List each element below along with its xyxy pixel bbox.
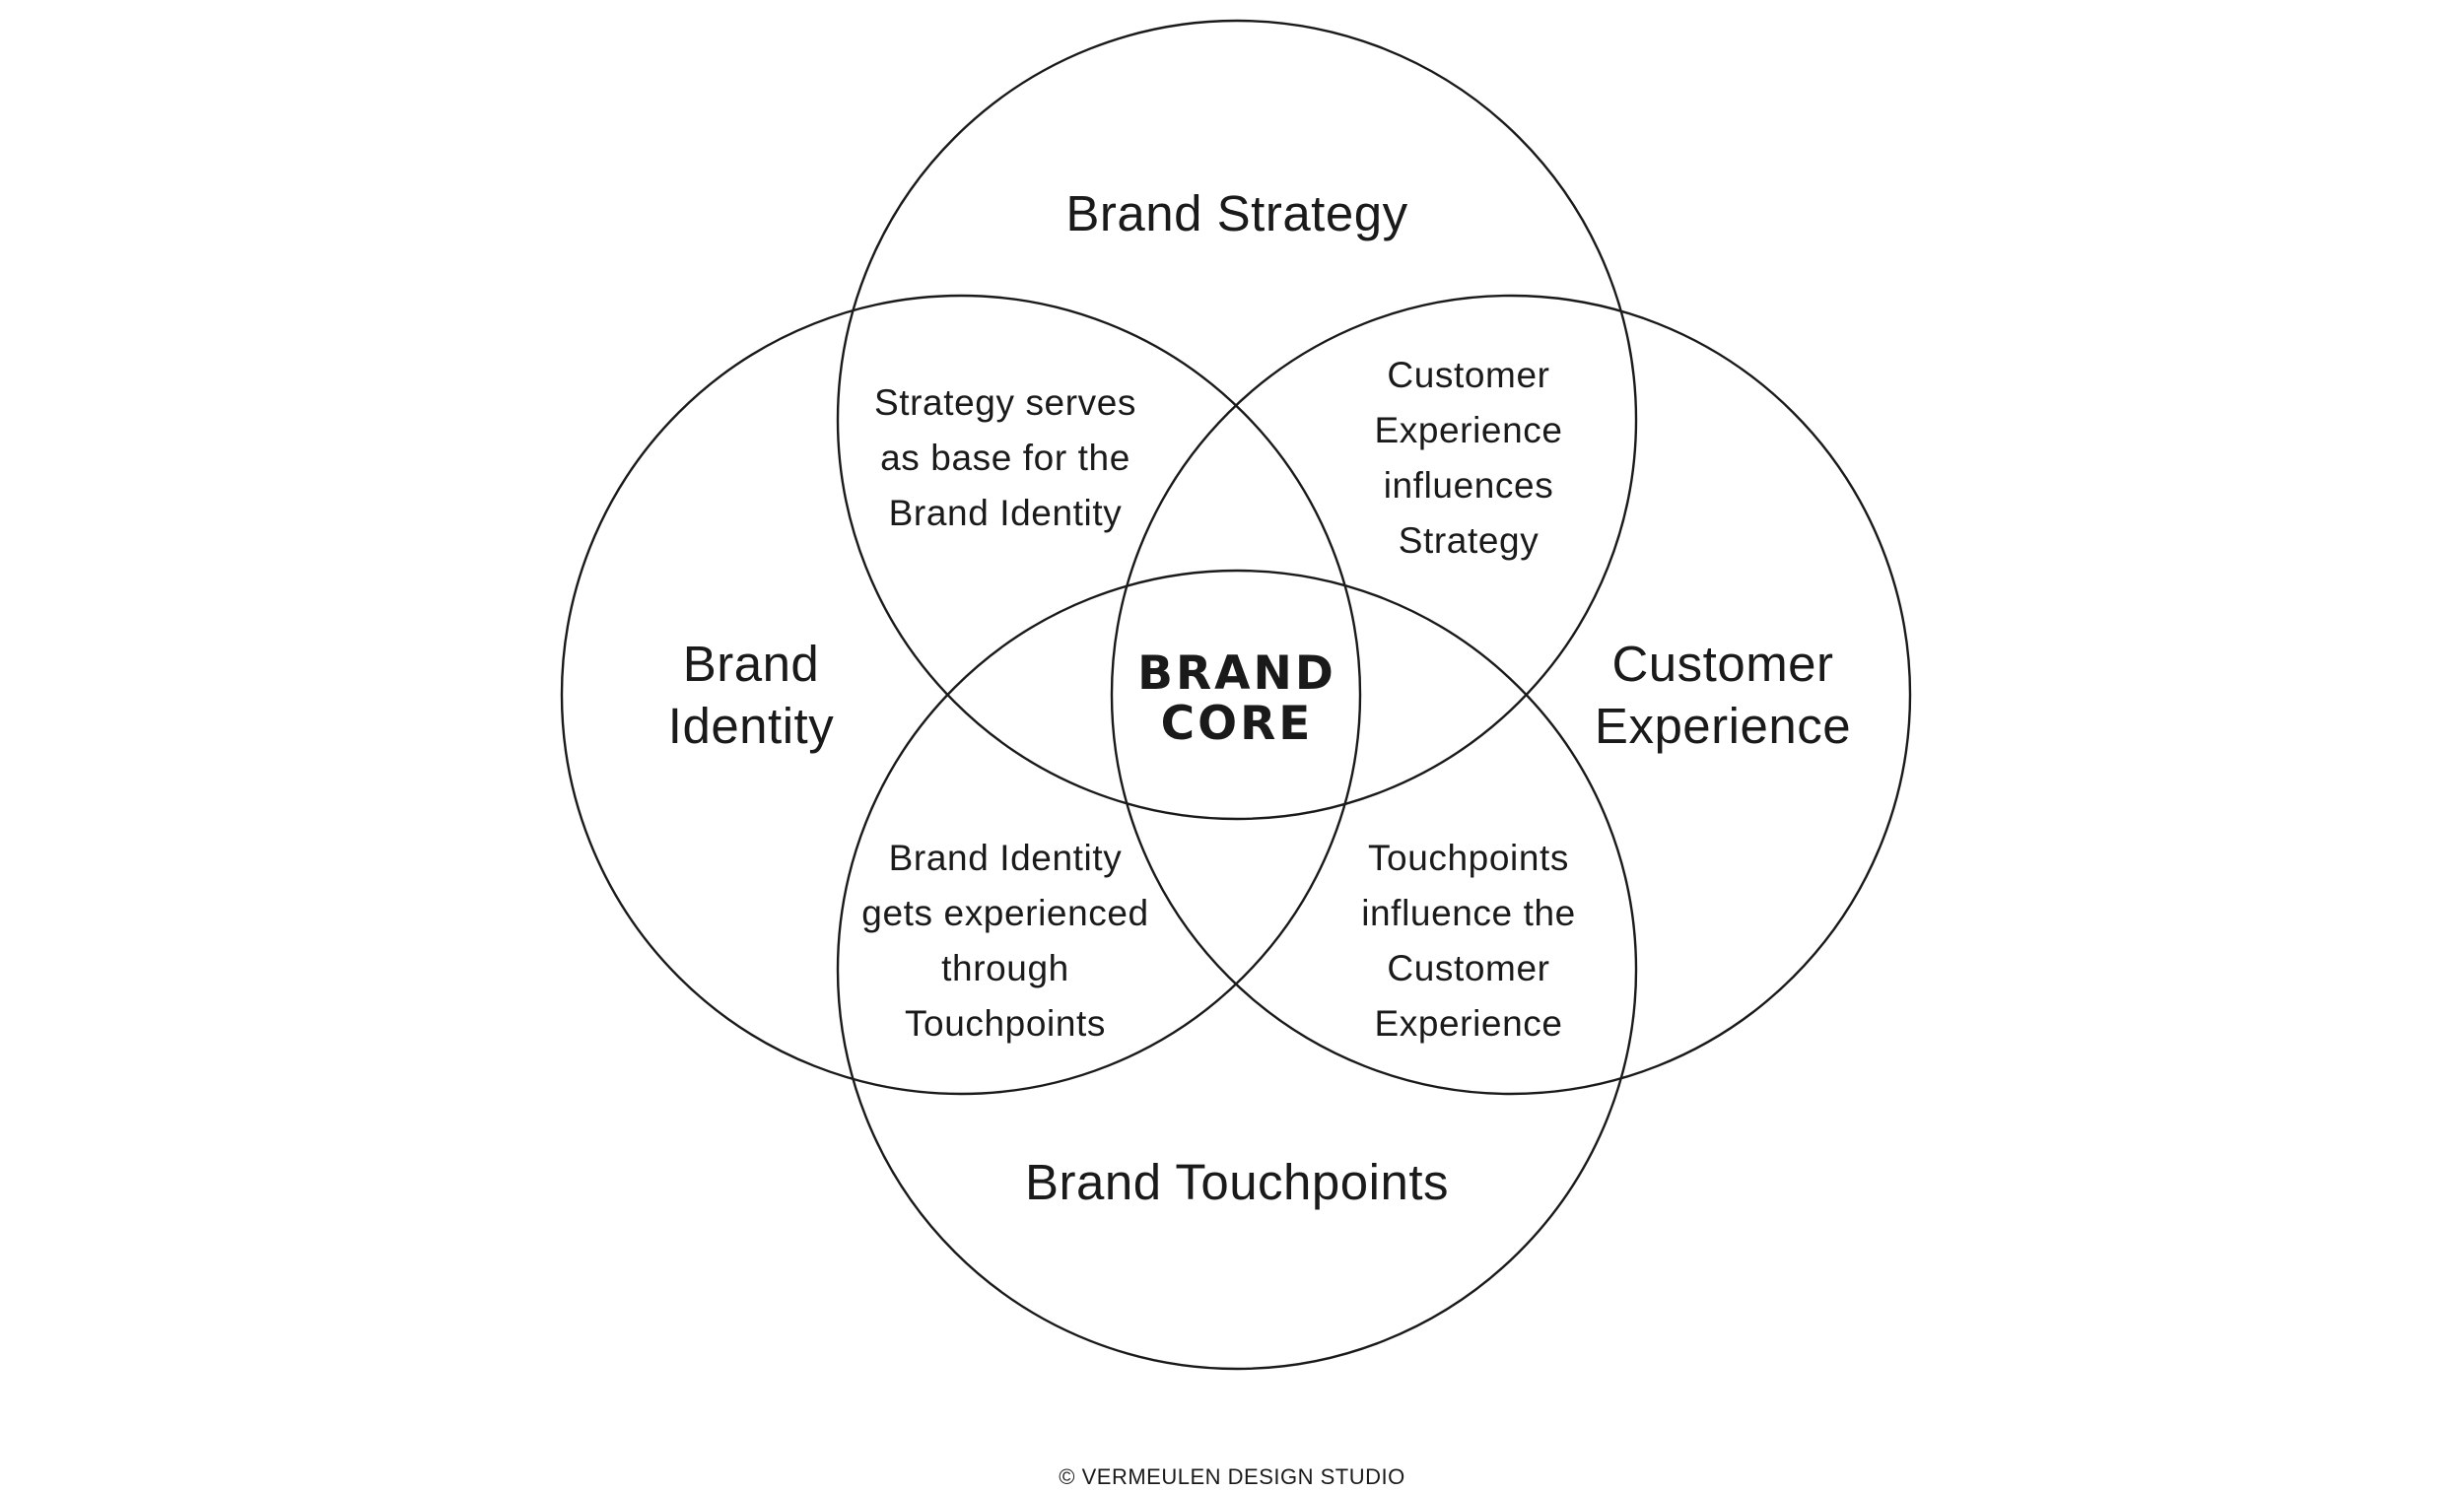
overlap-identity-touchpoints: Brand Identity gets experienced through … (861, 838, 1149, 1044)
copyright-footer: © VERMEULEN DESIGN STUDIO (1059, 1464, 1405, 1489)
overlap-strategy-identity: Strategy serves as base for the Brand Id… (873, 382, 1137, 533)
circle-brand-strategy (836, 19, 1638, 821)
label-brand-strategy: Brand Strategy (1065, 185, 1408, 241)
label-brand-identity: Brand Identity (667, 636, 835, 754)
brand-core-label: BRAND CORE (1137, 646, 1336, 751)
circle-customer-experience (1110, 294, 1912, 1096)
label-brand-touchpoints: Brand Touchpoints (1024, 1154, 1450, 1210)
label-customer-experience: Customer Experience (1594, 636, 1852, 754)
circle-brand-identity (560, 294, 1362, 1096)
circle-brand-touchpoints (836, 569, 1638, 1371)
overlap-touchpoints-experience: Touchpoints influence the Customer Exper… (1361, 838, 1576, 1044)
overlap-strategy-experience: Customer Experience influences Strategy (1374, 355, 1563, 561)
